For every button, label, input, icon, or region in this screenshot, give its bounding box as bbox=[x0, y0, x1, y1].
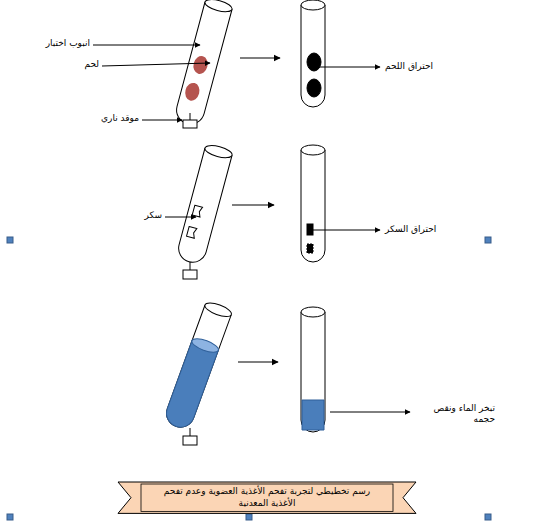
diagram-label: احتراق السكر bbox=[384, 224, 437, 235]
test-tube bbox=[301, 0, 325, 107]
burner-symbol bbox=[183, 428, 197, 445]
diagram-label: سكر bbox=[144, 210, 163, 221]
leader-arrows bbox=[93, 45, 410, 412]
test-tube bbox=[163, 300, 233, 431]
test-tube bbox=[301, 307, 325, 432]
diagram-label: موقد ناري bbox=[100, 113, 140, 124]
diagram-label: تبخر الماء ونقص حجمه bbox=[412, 403, 496, 425]
diagram-label: احتراق اللحم bbox=[384, 61, 434, 72]
test-tube bbox=[301, 145, 325, 262]
selection-handles bbox=[7, 237, 491, 520]
caption-text: رسم تخطيطي لتجربة تفحم الأغذية العضوية و… bbox=[152, 486, 382, 509]
process-arrows bbox=[232, 58, 280, 362]
burner-symbol bbox=[183, 113, 197, 128]
diagram-label: انبوب اختبار bbox=[45, 38, 91, 49]
test-tube bbox=[175, 143, 233, 265]
burner-symbol bbox=[183, 262, 197, 279]
caption-banner: رسم تخطيطي لتجربة تفحم الأغذية العضوية و… bbox=[117, 481, 417, 514]
diagram-label: لحم bbox=[83, 59, 100, 70]
